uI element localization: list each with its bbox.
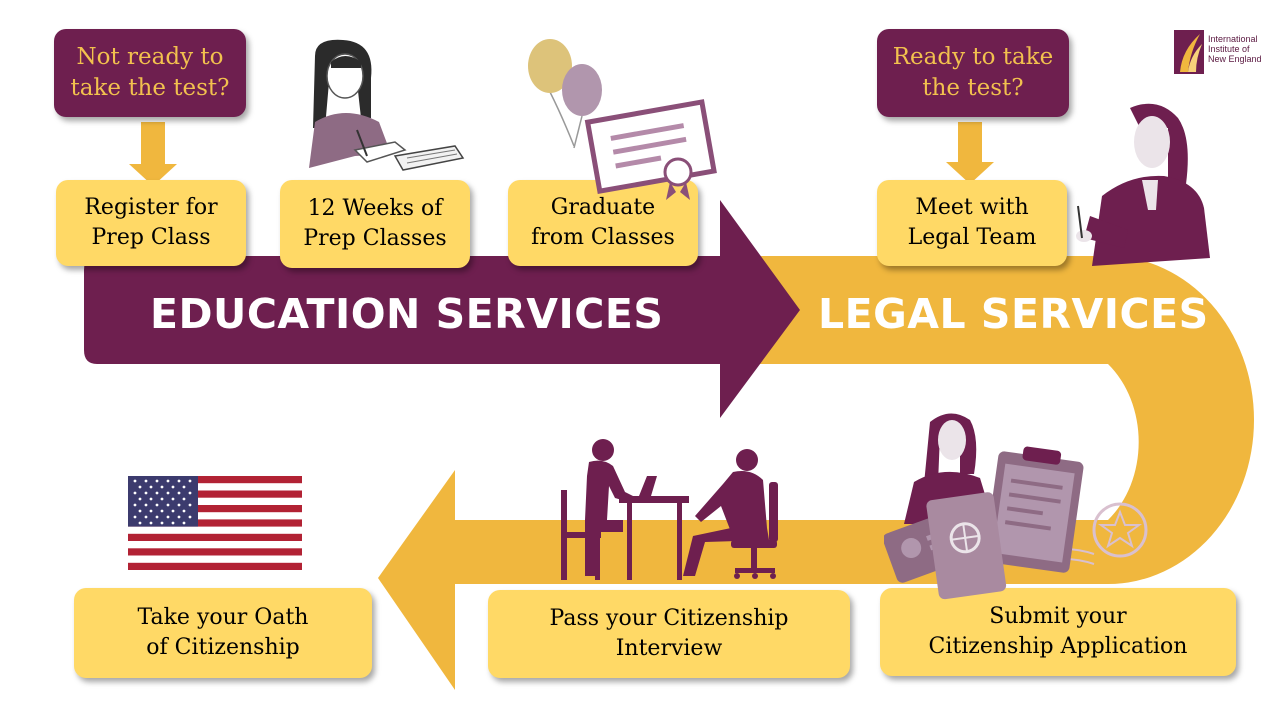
student-writing-icon bbox=[309, 39, 465, 171]
logo-text: International Institute of New England bbox=[1208, 34, 1262, 64]
legal-services-label: LEGAL SERVICES bbox=[818, 290, 1209, 338]
iine-logo-icon bbox=[1174, 30, 1204, 74]
balloons-icon bbox=[528, 39, 602, 149]
passport-documents-icon bbox=[884, 413, 1148, 600]
diploma-certificate-icon bbox=[584, 99, 717, 200]
us-flag-icon bbox=[128, 476, 302, 570]
lawyer-at-desk-icon bbox=[1076, 103, 1210, 266]
return-arrowhead bbox=[378, 470, 455, 690]
education-services-label: EDUCATION SERVICES bbox=[150, 290, 664, 338]
down-arrow-left bbox=[129, 122, 177, 186]
education-services-arrow bbox=[84, 200, 800, 418]
interview-silhouette-icon bbox=[561, 439, 778, 580]
down-arrow-right bbox=[946, 122, 994, 184]
